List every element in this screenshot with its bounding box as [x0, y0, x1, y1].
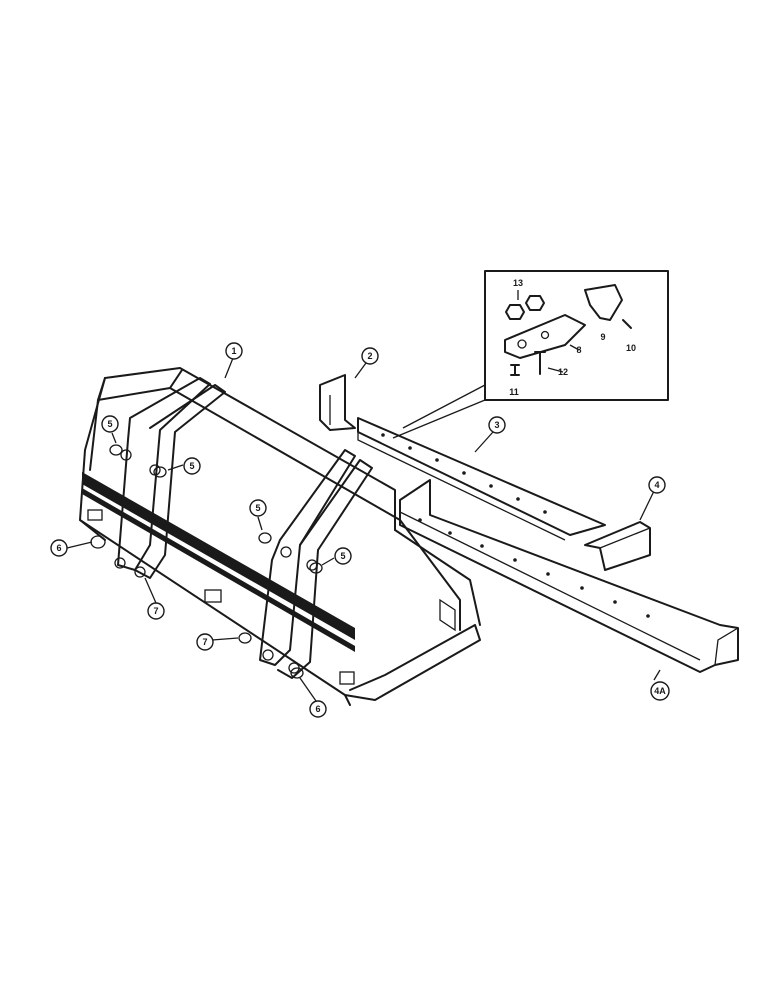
inset-label-9: 9	[600, 332, 605, 342]
svg-text:4A: 4A	[654, 686, 666, 696]
svg-text:1: 1	[231, 346, 236, 356]
end-bit-2	[319, 374, 356, 431]
callout-5b: 5	[183, 457, 201, 475]
svg-text:5: 5	[107, 419, 112, 429]
end-bit-4	[584, 521, 651, 571]
svg-text:6: 6	[315, 704, 320, 714]
callout-6b: 6	[309, 700, 327, 718]
callout-5a: 5	[101, 415, 119, 433]
callout-2: 2	[361, 347, 379, 365]
callout-3: 3	[488, 416, 506, 434]
svg-text:7: 7	[202, 637, 207, 647]
detail-inset	[392, 270, 669, 439]
inset-labels: 8 9 10 11 12 13	[509, 278, 636, 397]
callout-6a: 6	[50, 539, 68, 557]
svg-text:6: 6	[56, 543, 61, 553]
svg-text:2: 2	[367, 351, 372, 361]
loader-bucket	[79, 367, 481, 706]
callout-5d: 5	[334, 547, 352, 565]
callout-5c: 5	[249, 499, 267, 517]
callout-7a: 7	[147, 602, 165, 620]
inset-label-10: 10	[626, 343, 636, 353]
svg-text:5: 5	[255, 503, 260, 513]
inset-label-11: 11	[509, 387, 519, 397]
svg-text:7: 7	[153, 606, 158, 616]
callout-4a: 4A	[650, 681, 670, 701]
svg-text:3: 3	[494, 420, 499, 430]
cutting-edge-4a	[399, 479, 739, 673]
svg-text:5: 5	[340, 551, 345, 561]
callout-leaders	[66, 357, 661, 702]
callout-4: 4	[648, 476, 666, 494]
callout-7b: 7	[196, 633, 214, 651]
cutting-edge-3	[357, 417, 606, 541]
inset-label-13: 13	[513, 278, 523, 288]
svg-text:5: 5	[189, 461, 194, 471]
svg-text:4: 4	[654, 480, 659, 490]
callout-1: 1	[225, 342, 243, 360]
